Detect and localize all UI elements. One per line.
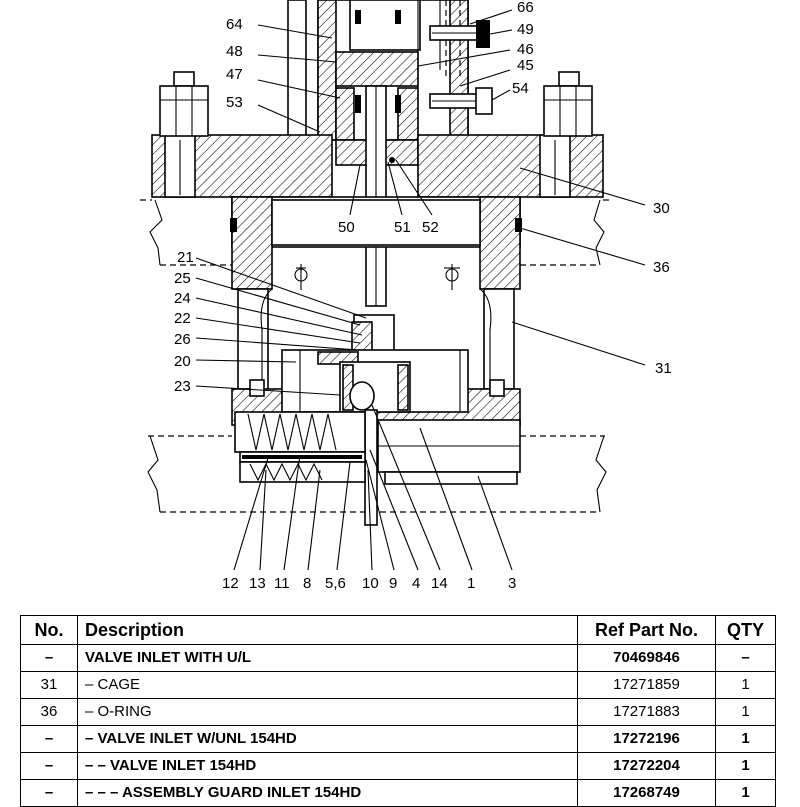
callout-53: 53 [226, 94, 243, 111]
upper-actuator-body [317, 0, 469, 166]
cell-qty: 1 [715, 752, 776, 780]
callout-64: 64 [226, 16, 243, 33]
cell-description: – VALVE INLET W/UNL 154HD [77, 725, 578, 753]
cell-qty: 1 [715, 725, 776, 753]
cell-no: – [20, 752, 78, 780]
side-screw-54 [429, 87, 493, 115]
callout-12: 12 [222, 575, 239, 592]
lower-assembly [234, 411, 521, 485]
callout-30: 30 [653, 200, 670, 217]
callout-31: 31 [655, 360, 672, 377]
callout-66: 66 [517, 0, 534, 16]
callout-46: 46 [517, 41, 534, 58]
cell-qty: 1 [715, 671, 776, 699]
callout-11: 11 [274, 575, 290, 592]
flange [151, 134, 604, 198]
callout-14: 14 [431, 575, 448, 592]
callout-50: 50 [338, 219, 355, 236]
cell-ref: 17272204 [577, 752, 716, 780]
callout-labels: 64 48 47 53 66 49 46 45 54 30 36 31 50 5… [174, 0, 672, 592]
cell-qty: 1 [715, 698, 776, 726]
leader-lines [195, 9, 646, 571]
callout-5-6: 5,6 [325, 575, 346, 592]
cell-description: – CAGE [77, 671, 578, 699]
callout-23: 23 [174, 378, 191, 395]
callout-51: 51 [394, 219, 411, 236]
callout-52: 52 [422, 219, 439, 236]
valve-internals [281, 314, 469, 526]
callout-8: 8 [303, 575, 311, 592]
right-bolt-nut [543, 71, 593, 137]
header-no: No. [20, 615, 78, 645]
mounting-plate-lower [147, 435, 607, 513]
left-bolt-nut [159, 71, 209, 137]
cell-ref: 17271883 [577, 698, 716, 726]
header-ref-part-no: Ref Part No. [577, 615, 716, 645]
header-qty: QTY [715, 615, 776, 645]
callout-54: 54 [512, 80, 529, 97]
callout-10: 10 [362, 575, 379, 592]
cell-qty: – [715, 644, 776, 672]
cell-no: – [20, 725, 78, 753]
callout-20: 20 [174, 353, 191, 370]
callout-21: 21 [177, 249, 194, 266]
cell-ref: 17271859 [577, 671, 716, 699]
parts-table: No. Description Ref Part No. QTY –VALVE … [20, 615, 776, 807]
callout-22: 22 [174, 310, 191, 327]
cell-qty: 1 [715, 779, 776, 807]
side-screw-49 [429, 20, 490, 48]
cell-no: 36 [20, 698, 78, 726]
callout-4: 4 [412, 575, 420, 592]
cell-no: – [20, 644, 78, 672]
valve-stem [365, 85, 387, 307]
cell-no: – [20, 779, 78, 807]
callout-9: 9 [389, 575, 397, 592]
mounting-plate-upper [140, 199, 612, 266]
cell-ref: 17268749 [577, 779, 716, 807]
table-header-row: No. Description Ref Part No. QTY [20, 615, 776, 645]
cell-ref: 17272196 [577, 725, 716, 753]
cell-description: VALVE INLET WITH U/L [77, 644, 578, 672]
cell-description: – – VALVE INLET 154HD [77, 752, 578, 780]
callout-3: 3 [508, 575, 516, 592]
callout-49: 49 [517, 21, 534, 38]
callout-47: 47 [226, 66, 243, 83]
callout-36: 36 [653, 259, 670, 276]
header-description: Description [77, 615, 578, 645]
callout-45: 45 [517, 57, 534, 74]
callout-13: 13 [249, 575, 266, 592]
callout-24: 24 [174, 290, 191, 307]
callout-48: 48 [226, 43, 243, 60]
valve-inlet-exploded-drawing: 64 48 47 53 66 49 46 45 54 30 36 31 50 5… [140, 0, 672, 592]
callout-26: 26 [174, 331, 191, 348]
cell-description: – – – ASSEMBLY GUARD INLET 154HD [77, 779, 578, 807]
callout-1: 1 [467, 575, 475, 592]
callout-25: 25 [174, 270, 191, 287]
cell-description: – O-RING [77, 698, 578, 726]
cell-no: 31 [20, 671, 78, 699]
cell-ref: 70469846 [577, 644, 716, 672]
